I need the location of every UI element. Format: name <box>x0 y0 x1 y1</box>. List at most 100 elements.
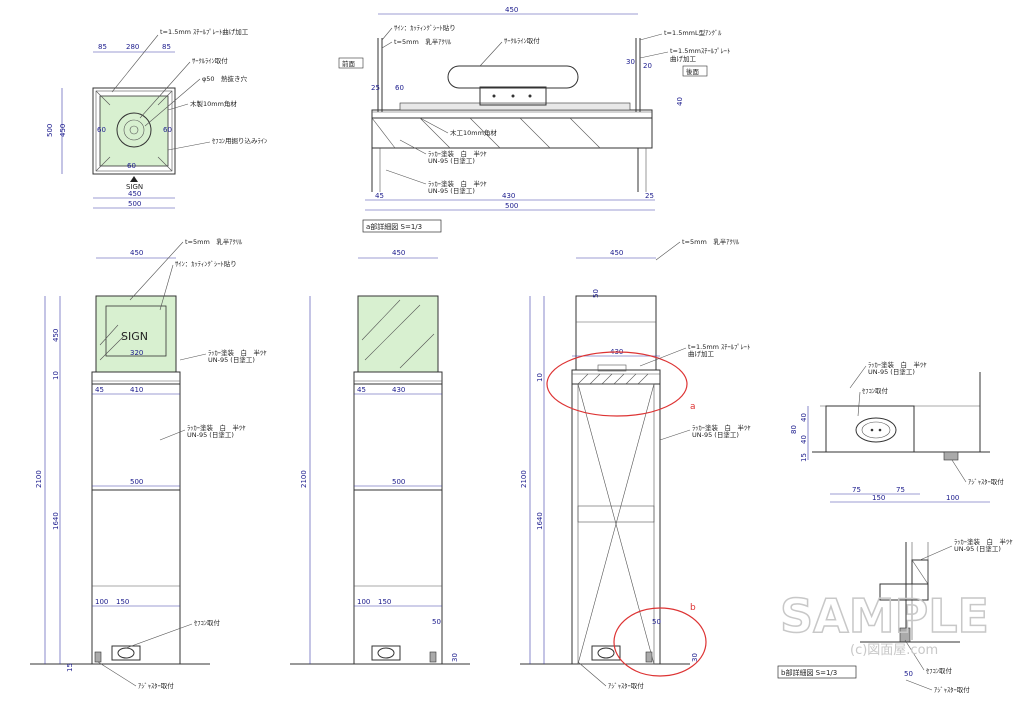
detail-b-dim-75a: 75 <box>852 486 861 494</box>
watermark-copyright: (c)図面屋.com <box>850 643 938 658</box>
elev2-dim-30: 30 <box>451 653 459 662</box>
elev1-dim-100: 100 <box>95 598 108 606</box>
elev3-dim-10: 10 <box>536 373 544 382</box>
detail-a-dim-430: 430 <box>502 192 515 200</box>
elev2-dim-150: 150 <box>378 598 391 606</box>
elev2-dim-100: 100 <box>357 598 370 606</box>
detail-b-dim-15: 15 <box>800 453 808 462</box>
detail-a-label-8: ﾗｯｶｰ塗装 白 半ﾂﾔ <box>428 149 487 158</box>
plan-dim-left-2: 450 <box>59 124 67 137</box>
detail-a-front: 前面 <box>342 59 356 68</box>
detail-b-dim-40a: 40 <box>800 413 808 422</box>
elev1-label-7: ｾﾌｺﾝ取付 <box>194 618 221 627</box>
elev1-label-2: ｻｲﾝ：ｶｯﾃｨﾝｸﾞｼｰﾄ貼り <box>175 259 237 268</box>
detail-b-dim-50: 50 <box>904 670 913 678</box>
elev3-dim-2100: 2100 <box>520 470 528 488</box>
plan-dim-top-3: 85 <box>162 43 171 51</box>
detail-b-dim-75b: 75 <box>896 486 905 494</box>
detail-b-dim-150: 150 <box>872 494 885 502</box>
elev1-label-6: UN-95 (日塗工) <box>187 430 234 439</box>
plan-dim-top-2: 280 <box>126 43 139 51</box>
detail-b-label-1: ﾗｯｶｰ塗装 白 半ﾂﾔ <box>868 360 927 369</box>
detail-a-dim-45: 45 <box>375 192 384 200</box>
elev1-sign-label: SIGN <box>121 330 148 343</box>
detail-a-back: 後面 <box>686 67 700 76</box>
elev1-dim-150: 150 <box>116 598 129 606</box>
elev2-dim-45: 45 <box>357 386 366 394</box>
elev1-label-5: ﾗｯｶｰ塗装 白 半ﾂﾔ <box>187 423 246 432</box>
elev3-label-3: 曲げ加工 <box>688 349 715 358</box>
elev3-label-1: t=5mm 乳半ｱｸﾘﾙ <box>682 237 740 246</box>
elev2-dim-500: 500 <box>392 478 405 486</box>
elevation-2: 450 430 45 500 100 150 50 30 2100 <box>290 249 470 665</box>
plan-label-5: ｾﾌｺﾝ用掘り込みﾗｲﾝ <box>212 136 267 145</box>
elev1-label-3: ﾗｯｶｰ塗装 白 半ﾂﾔ <box>208 348 267 357</box>
elev3-dim-50b: 50 <box>652 618 661 626</box>
detail-b-label-4: ｱｼﾞｬｽﾀｰ取付 <box>968 477 1004 486</box>
detail-b-label-7: ｾﾌｺﾝ取付 <box>926 666 953 675</box>
elev1-dim-410: 410 <box>130 386 143 394</box>
detail-a-label-5: t=1.5mmｽﾁｰﾙﾌﾟﾚｰﾄ <box>670 47 730 55</box>
elev1-dim-500: 500 <box>130 478 143 486</box>
elev3-label-4: ﾗｯｶｰ塗装 白 半ﾂﾔ <box>692 423 751 432</box>
elev1-dim-450: 450 <box>130 249 143 257</box>
elev3-dim-1640: 1640 <box>536 512 544 530</box>
detail-a-dim-25: 25 <box>371 84 380 92</box>
detail-a-label-4: t=1.5mmL型ｱﾝｸﾞﾙ <box>664 28 722 37</box>
elev3-label-2: t=1.5mm ｽﾁｰﾙﾌﾟﾚｰﾄ <box>688 343 750 351</box>
elevation-1: SIGN 450 410 45 500 320 100 150 2100 450… <box>30 237 267 690</box>
plan-label-3: φ50 熱抜き穴 <box>202 74 248 83</box>
plan-label-4: 木製10mm角材 <box>190 99 237 108</box>
detail-a-dim-450: 450 <box>505 6 518 14</box>
plan-label-1: t=1.5mm ｽﾁｰﾙﾌﾟﾚｰﾄ曲げ加工 <box>160 27 249 36</box>
detail-a: 450 45 430 25 500 30 20 25 60 40 前面 <box>338 6 730 233</box>
detail-a-dim-40: 40 <box>676 97 684 106</box>
detail-b-label-2: UN-95 (日塗工) <box>868 367 915 376</box>
plan-dim-bottom-2: 500 <box>128 200 141 208</box>
plan-sign-label: SIGN <box>126 183 143 191</box>
plan-view: SIGN 85 280 85 500 450 450 500 60 60 60 … <box>46 27 267 209</box>
detail-a-dim-30: 30 <box>626 58 635 66</box>
plan-dim-bottom-1: 450 <box>128 190 141 198</box>
plan-dim-top-1: 85 <box>98 43 107 51</box>
detail-a-label-7: 木工10mm角材 <box>450 128 497 137</box>
detail-b-dim-40b: 40 <box>800 435 808 444</box>
detail-a-title: a部詳細図 S=1/3 <box>366 222 422 231</box>
elev1-label-4: UN-95 (日塗工) <box>208 355 255 364</box>
detail-b: 40 40 80 15 75 75 150 100 ﾗｯｶｰ塗装 白 半ﾂﾔ U… <box>777 360 1013 694</box>
detail-a-label-6: 曲げ加工 <box>670 54 697 63</box>
elev3-dim-450: 450 <box>610 249 623 257</box>
plan-label-2: ｻｰｸﾙﾗｲﾝ取付 <box>192 56 228 65</box>
detail-a-label-2: t=5mm 乳半ｱｸﾘﾙ <box>394 37 452 46</box>
elev1-dim-10: 10 <box>52 371 60 380</box>
detail-a-dim-25b: 25 <box>645 192 654 200</box>
elev1-dim-320: 320 <box>130 349 143 357</box>
detail-a-label-1: ｻｲﾝ：ｶｯﾃｨﾝｸﾞｼｰﾄ貼り <box>394 23 456 32</box>
detail-b-dim-80: 80 <box>790 425 798 434</box>
elev2-dim-430: 430 <box>392 386 405 394</box>
plan-dim-left-1: 500 <box>46 124 54 137</box>
elev3-label-6: ｱｼﾞｬｽﾀｰ取付 <box>608 681 644 690</box>
detail-a-label-11: UN-95 (日塗工) <box>428 186 475 195</box>
elev3-dim-30: 30 <box>691 653 699 662</box>
elev1-dim-1640: 1640 <box>52 512 60 530</box>
watermark-sample: SAMPLE <box>780 589 989 643</box>
watermark: SAMPLE (c)図面屋.com <box>779 588 989 658</box>
detail-a-label-10: ﾗｯｶｰ塗装 白 半ﾂﾔ <box>428 179 487 188</box>
elev1-dim-450v: 450 <box>52 329 60 342</box>
detail-a-dim-20: 20 <box>643 62 652 70</box>
detail-b-label-8: ｱｼﾞｬｽﾀｰ取付 <box>934 685 970 694</box>
elev1-dim-45: 45 <box>95 386 104 394</box>
detail-b-title: b部詳細図 S=1/3 <box>781 668 837 677</box>
elev1-dim-15: 15 <box>66 663 74 672</box>
elev2-dim-450: 450 <box>392 249 405 257</box>
detail-a-dim-60: 60 <box>395 84 404 92</box>
marker-a: a <box>690 402 696 412</box>
detail-a-dim-500: 500 <box>505 202 518 210</box>
detail-a-label-3: ｻｰｸﾙﾗｲﾝ取付 <box>504 36 540 45</box>
elev2-dim-50: 50 <box>432 618 441 626</box>
plan-dim-inner-1: 60 <box>97 126 106 134</box>
elev1-dim-2100: 2100 <box>35 470 43 488</box>
detail-b-label-6: UN-95 (日塗工) <box>954 544 1001 553</box>
